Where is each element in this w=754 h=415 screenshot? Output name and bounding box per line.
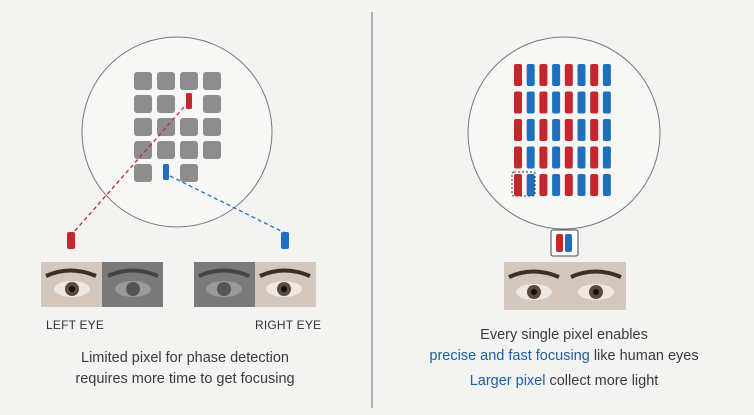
both-eyes-photo	[504, 262, 626, 310]
dual-pixel-blue	[527, 147, 535, 169]
dual-pixel-blue	[578, 174, 586, 196]
gray-pixel	[134, 72, 152, 90]
gray-pixel	[180, 141, 198, 159]
dual-pixel-red	[539, 64, 547, 86]
gray-pixel	[203, 141, 221, 159]
dual-pixel-blue	[578, 147, 586, 169]
gray-pixel	[157, 72, 175, 90]
dual-pixel-red	[539, 174, 547, 196]
dual-pixel-red	[590, 147, 598, 169]
dual-pixel-red	[514, 147, 522, 169]
right-zoom-circle	[468, 37, 660, 229]
dual-pixel-red	[590, 174, 598, 196]
dual-pixel-blue	[552, 64, 560, 86]
dual-pixel-red	[514, 119, 522, 141]
dual-pixel-red	[590, 119, 598, 141]
left-eye-label: LEFT EYE	[46, 318, 104, 332]
dual-pixel-red	[514, 174, 522, 196]
right-eye-blue-pixel	[281, 232, 289, 249]
left-caption-line1: Limited pixel for phase detection	[20, 348, 350, 369]
dual-pixel-blue	[578, 119, 586, 141]
dual-pixel-blue	[527, 174, 535, 196]
right-caption-highlight-1: precise and fast focusing	[429, 348, 589, 364]
dual-pixel-red	[539, 92, 547, 114]
right-caption-line2: precise and fast focusing like human eye…	[394, 346, 734, 367]
dual-pixel-red	[565, 174, 573, 196]
gray-pixel	[180, 118, 198, 136]
left-caption: Limited pixel for phase detection requir…	[20, 348, 350, 390]
right-caption-line2-rest: like human eyes	[590, 348, 699, 364]
pixel-pair-box	[551, 230, 578, 256]
right-caption: Every single pixel enables precise and f…	[394, 325, 734, 392]
dual-pixel-blue	[578, 64, 586, 86]
gray-pixel	[157, 141, 175, 159]
gray-pixel	[157, 95, 175, 113]
dual-pixel-blue	[527, 92, 535, 114]
left-eye-photo	[41, 262, 163, 307]
gray-pixel	[134, 141, 152, 159]
gray-pixel	[134, 95, 152, 113]
dual-pixel-red	[565, 92, 573, 114]
dual-pixel-blue	[552, 147, 560, 169]
dual-pixel-blue	[578, 92, 586, 114]
dual-pixel-red	[514, 64, 522, 86]
phase-detect-pixel-blue	[163, 164, 169, 180]
right-eye-photo	[194, 262, 316, 307]
gray-pixel	[203, 95, 221, 113]
dual-pixel-blue	[527, 64, 535, 86]
dual-pixel-red	[514, 92, 522, 114]
dual-pixel-blue	[603, 64, 611, 86]
phase-detect-pixel-red	[186, 93, 192, 109]
dual-pixel-red	[590, 92, 598, 114]
dual-pixel-blue	[603, 92, 611, 114]
right-caption-highlight-2: Larger pixel	[470, 373, 546, 389]
gray-pixel	[180, 72, 198, 90]
dual-pixel-red	[565, 147, 573, 169]
left-zoom-circle	[82, 37, 272, 227]
gray-pixel	[134, 118, 152, 136]
right-eye-label: RIGHT EYE	[255, 318, 321, 332]
gray-pixel	[203, 118, 221, 136]
gray-pixel	[134, 164, 152, 182]
dual-pixel-blue	[527, 119, 535, 141]
right-caption-line3-rest: collect more light	[545, 373, 658, 389]
dual-pixel-red	[565, 64, 573, 86]
gray-pixel	[203, 72, 221, 90]
left-eye-red-pixel	[67, 232, 75, 249]
right-caption-line3: Larger pixel collect more light	[394, 371, 734, 392]
dual-pixel-blue	[603, 147, 611, 169]
left-caption-line2: requires more time to get focusing	[20, 369, 350, 390]
dual-pixel-red	[590, 64, 598, 86]
dual-pixel-blue	[552, 174, 560, 196]
dual-pixel-blue	[552, 119, 560, 141]
pixel-pair-red	[556, 234, 563, 252]
gray-pixel	[157, 118, 175, 136]
dual-pixel-blue	[603, 174, 611, 196]
right-caption-line1: Every single pixel enables	[394, 325, 734, 346]
dual-pixel-blue	[603, 119, 611, 141]
gray-pixel	[180, 164, 198, 182]
pixel-pair-blue	[565, 234, 572, 252]
dual-pixel-red	[539, 119, 547, 141]
dual-pixel-red	[565, 119, 573, 141]
dual-pixel-red	[539, 147, 547, 169]
dual-pixel-blue	[552, 92, 560, 114]
